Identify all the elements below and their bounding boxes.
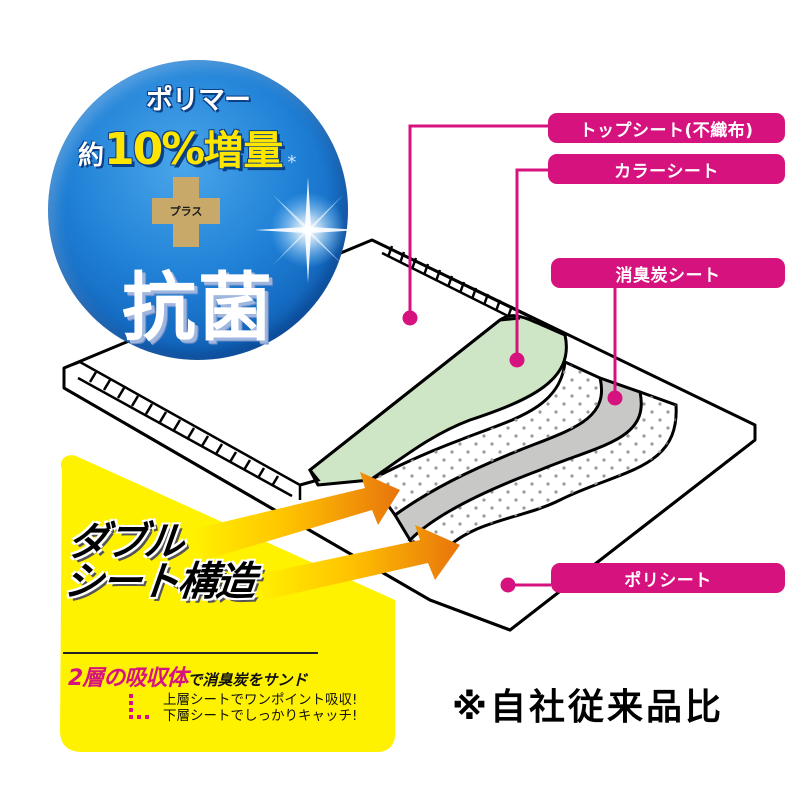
callout-color-sheet: カラーシート <box>548 154 785 184</box>
dotted-connector-icon <box>129 694 149 719</box>
structure-details: 上層シートでワンポイント吸収! 下層シートでしっかりキャッチ! <box>163 692 357 724</box>
structure-title-line1: ダブル <box>65 519 185 565</box>
badge-prefix: 約 <box>78 141 105 171</box>
plus-label: プラス <box>169 205 203 218</box>
badge-increase-line: 約10%増量* <box>78 118 338 176</box>
badge-increase: 増量 <box>203 128 284 174</box>
badge-polymer-label: ポリマー <box>146 85 251 116</box>
leader-line-top-sheet <box>408 124 548 318</box>
arrow-upper <box>190 472 400 560</box>
yellow-panel <box>60 455 395 752</box>
divider <box>63 652 318 654</box>
arrow-lower <box>255 525 460 600</box>
callout-top-sheet: トップシート(不織布) <box>548 113 785 143</box>
structure-title-line2: シート構造 <box>61 559 257 605</box>
color-sheet <box>308 314 568 487</box>
detail-line-1: 上層シートでワンポイント吸収! <box>163 692 358 708</box>
footnote: ※自社従来品比 <box>452 687 724 728</box>
sparkle-icon <box>255 177 361 283</box>
detail-line-2: 下層シートでしっかりキャッチ! <box>163 708 358 724</box>
promo-badge: ポリマー 約10%増量* プラス 抗菌 <box>48 60 361 360</box>
callout-charcoal-sheet: 消臭炭シート <box>551 258 785 288</box>
subtitle-highlight: 2層の吸収体 <box>68 666 188 691</box>
structure-subtitle: 2層の吸収体で消臭炭をサンド <box>68 660 307 692</box>
plus-icon: プラス <box>152 198 220 224</box>
leader-line-color-sheet <box>515 168 548 360</box>
callout-poly-sheet: ポリシート <box>551 563 785 593</box>
top-sheet-hatch <box>63 238 534 500</box>
subtitle-rest: で消臭炭をサンド <box>187 671 308 689</box>
badge-percent: 10% <box>104 124 205 175</box>
badge-asterisk: * <box>287 152 297 173</box>
structure-title: ダブル シート構造 <box>61 519 260 605</box>
badge-antibacterial: 抗菌 <box>122 265 274 351</box>
